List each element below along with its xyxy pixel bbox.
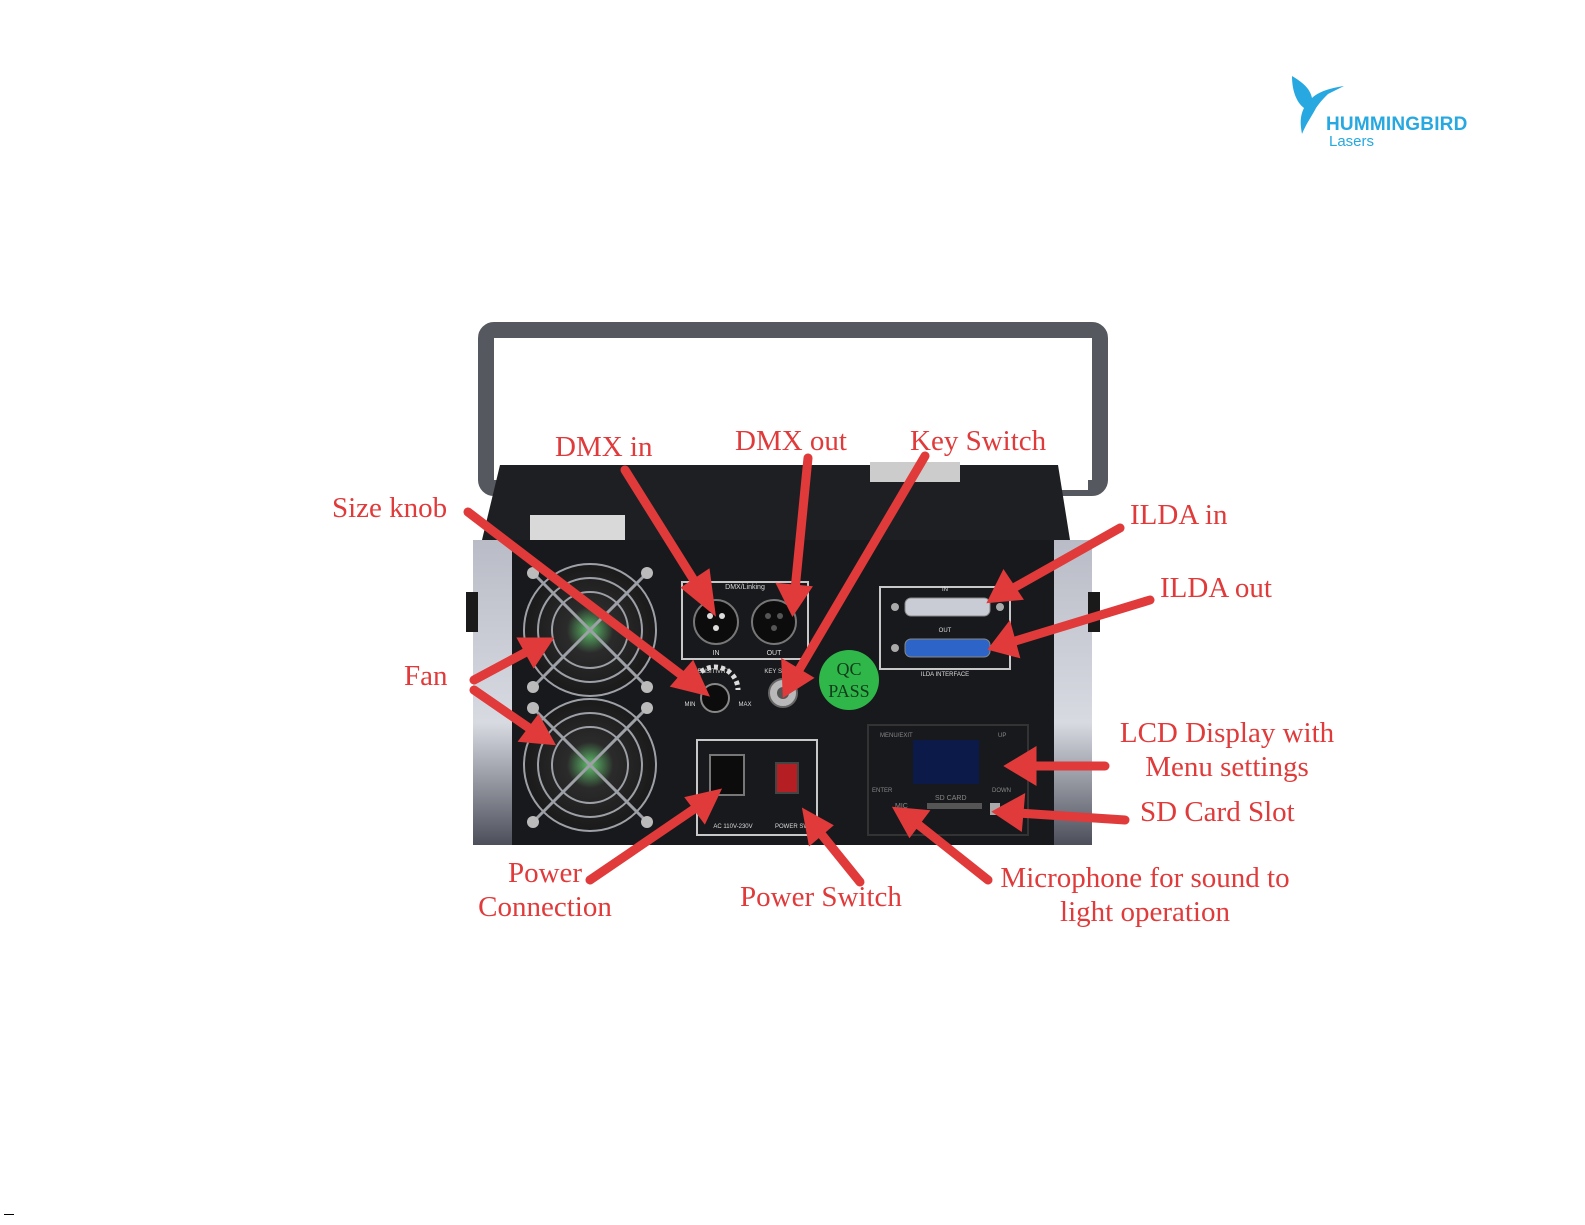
ilda-in-small-label: IN <box>942 587 948 593</box>
ilda-in-connector <box>904 597 991 617</box>
callout-mic-line1: Microphone for sound to <box>1000 862 1290 894</box>
lcd-display <box>913 740 979 784</box>
min-label: MIN <box>685 702 696 708</box>
callout-sd-card: SD Card Slot <box>1140 796 1295 828</box>
dmx-port-panel: DMX/Linking IN OUT <box>681 581 809 660</box>
pass-label: PASS <box>828 681 869 701</box>
sd-card-label: SD CARD <box>935 795 967 802</box>
ilda-out-connector <box>904 638 991 658</box>
callout-power-line2: Connection <box>478 891 612 923</box>
ac-rating-label: AC 110V-230V <box>713 824 752 830</box>
callout-microphone: Microphone for sound to light operation <box>985 861 1305 929</box>
qc-pass-sticker: QC PASS <box>819 650 879 710</box>
hummingbird-icon <box>1292 76 1344 134</box>
ilda-out-small-label: OUT <box>939 628 952 634</box>
callout-lcd-line1: LCD Display with <box>1119 717 1335 749</box>
brand-name: HUMMINGBIRD <box>1326 114 1468 135</box>
max-label: MAX <box>738 702 751 708</box>
callout-lcd-display: LCD Display with Menu settings <box>1112 716 1342 784</box>
dmx-in-connector <box>693 599 739 645</box>
qc-label: QC <box>836 659 861 679</box>
callout-fan: Fan <box>404 660 448 692</box>
dmx-out-connector <box>751 599 797 645</box>
enter-label: ENTER <box>872 788 893 794</box>
up-label: UP <box>998 733 1006 739</box>
callout-power-switch: Power Switch <box>740 881 902 913</box>
callout-size-knob: Size knob <box>332 492 448 524</box>
brand-sub: Lasers <box>1329 133 1375 150</box>
callout-dmx-out: DMX out <box>735 425 847 457</box>
page-mark <box>4 1214 14 1215</box>
callout-dmx-in: DMX in <box>555 431 653 463</box>
dmx-in-label: IN <box>713 650 720 657</box>
lcd-control-panel: MENU/EXIT UP ENTER DOWN MIC SD CARD <box>867 724 1029 836</box>
callout-ilda-out: ILDA out <box>1160 572 1272 604</box>
power-sw-label: POWER SW <box>775 824 809 830</box>
brand-logo: HUMMINGBIRD Lasers <box>1292 72 1502 162</box>
fan-bottom <box>523 698 657 832</box>
sd-card-slot <box>927 803 982 809</box>
down-label: DOWN <box>992 788 1011 794</box>
callout-key-switch: Key Switch <box>910 425 1047 457</box>
callout-power-line1: Power <box>507 857 583 889</box>
mic-label: MIC <box>895 803 908 810</box>
callout-mic-line2: light operation <box>1060 896 1230 928</box>
callout-ilda-in: ILDA in <box>1130 499 1228 531</box>
callout-arrows <box>463 451 1155 887</box>
sensitivity-label: SENSITIVITY <box>694 669 731 675</box>
dmx-out-label: OUT <box>767 650 783 657</box>
housing-top <box>482 462 1070 545</box>
menu-exit-label: MENU/EXIT <box>880 733 913 739</box>
right-rail <box>1050 540 1092 845</box>
fan-top <box>523 563 657 697</box>
ilda-interface-label: ILDA INTERFACE <box>921 672 969 678</box>
power-inlet: AC 110V-230V <box>696 739 818 836</box>
dmx-linking-label: DMX/Linking <box>725 584 765 591</box>
power-switch: POWER SW <box>775 762 809 830</box>
callout-power-connection: Power Connection <box>465 856 625 924</box>
callout-lcd-line2: Menu settings <box>1145 751 1309 783</box>
